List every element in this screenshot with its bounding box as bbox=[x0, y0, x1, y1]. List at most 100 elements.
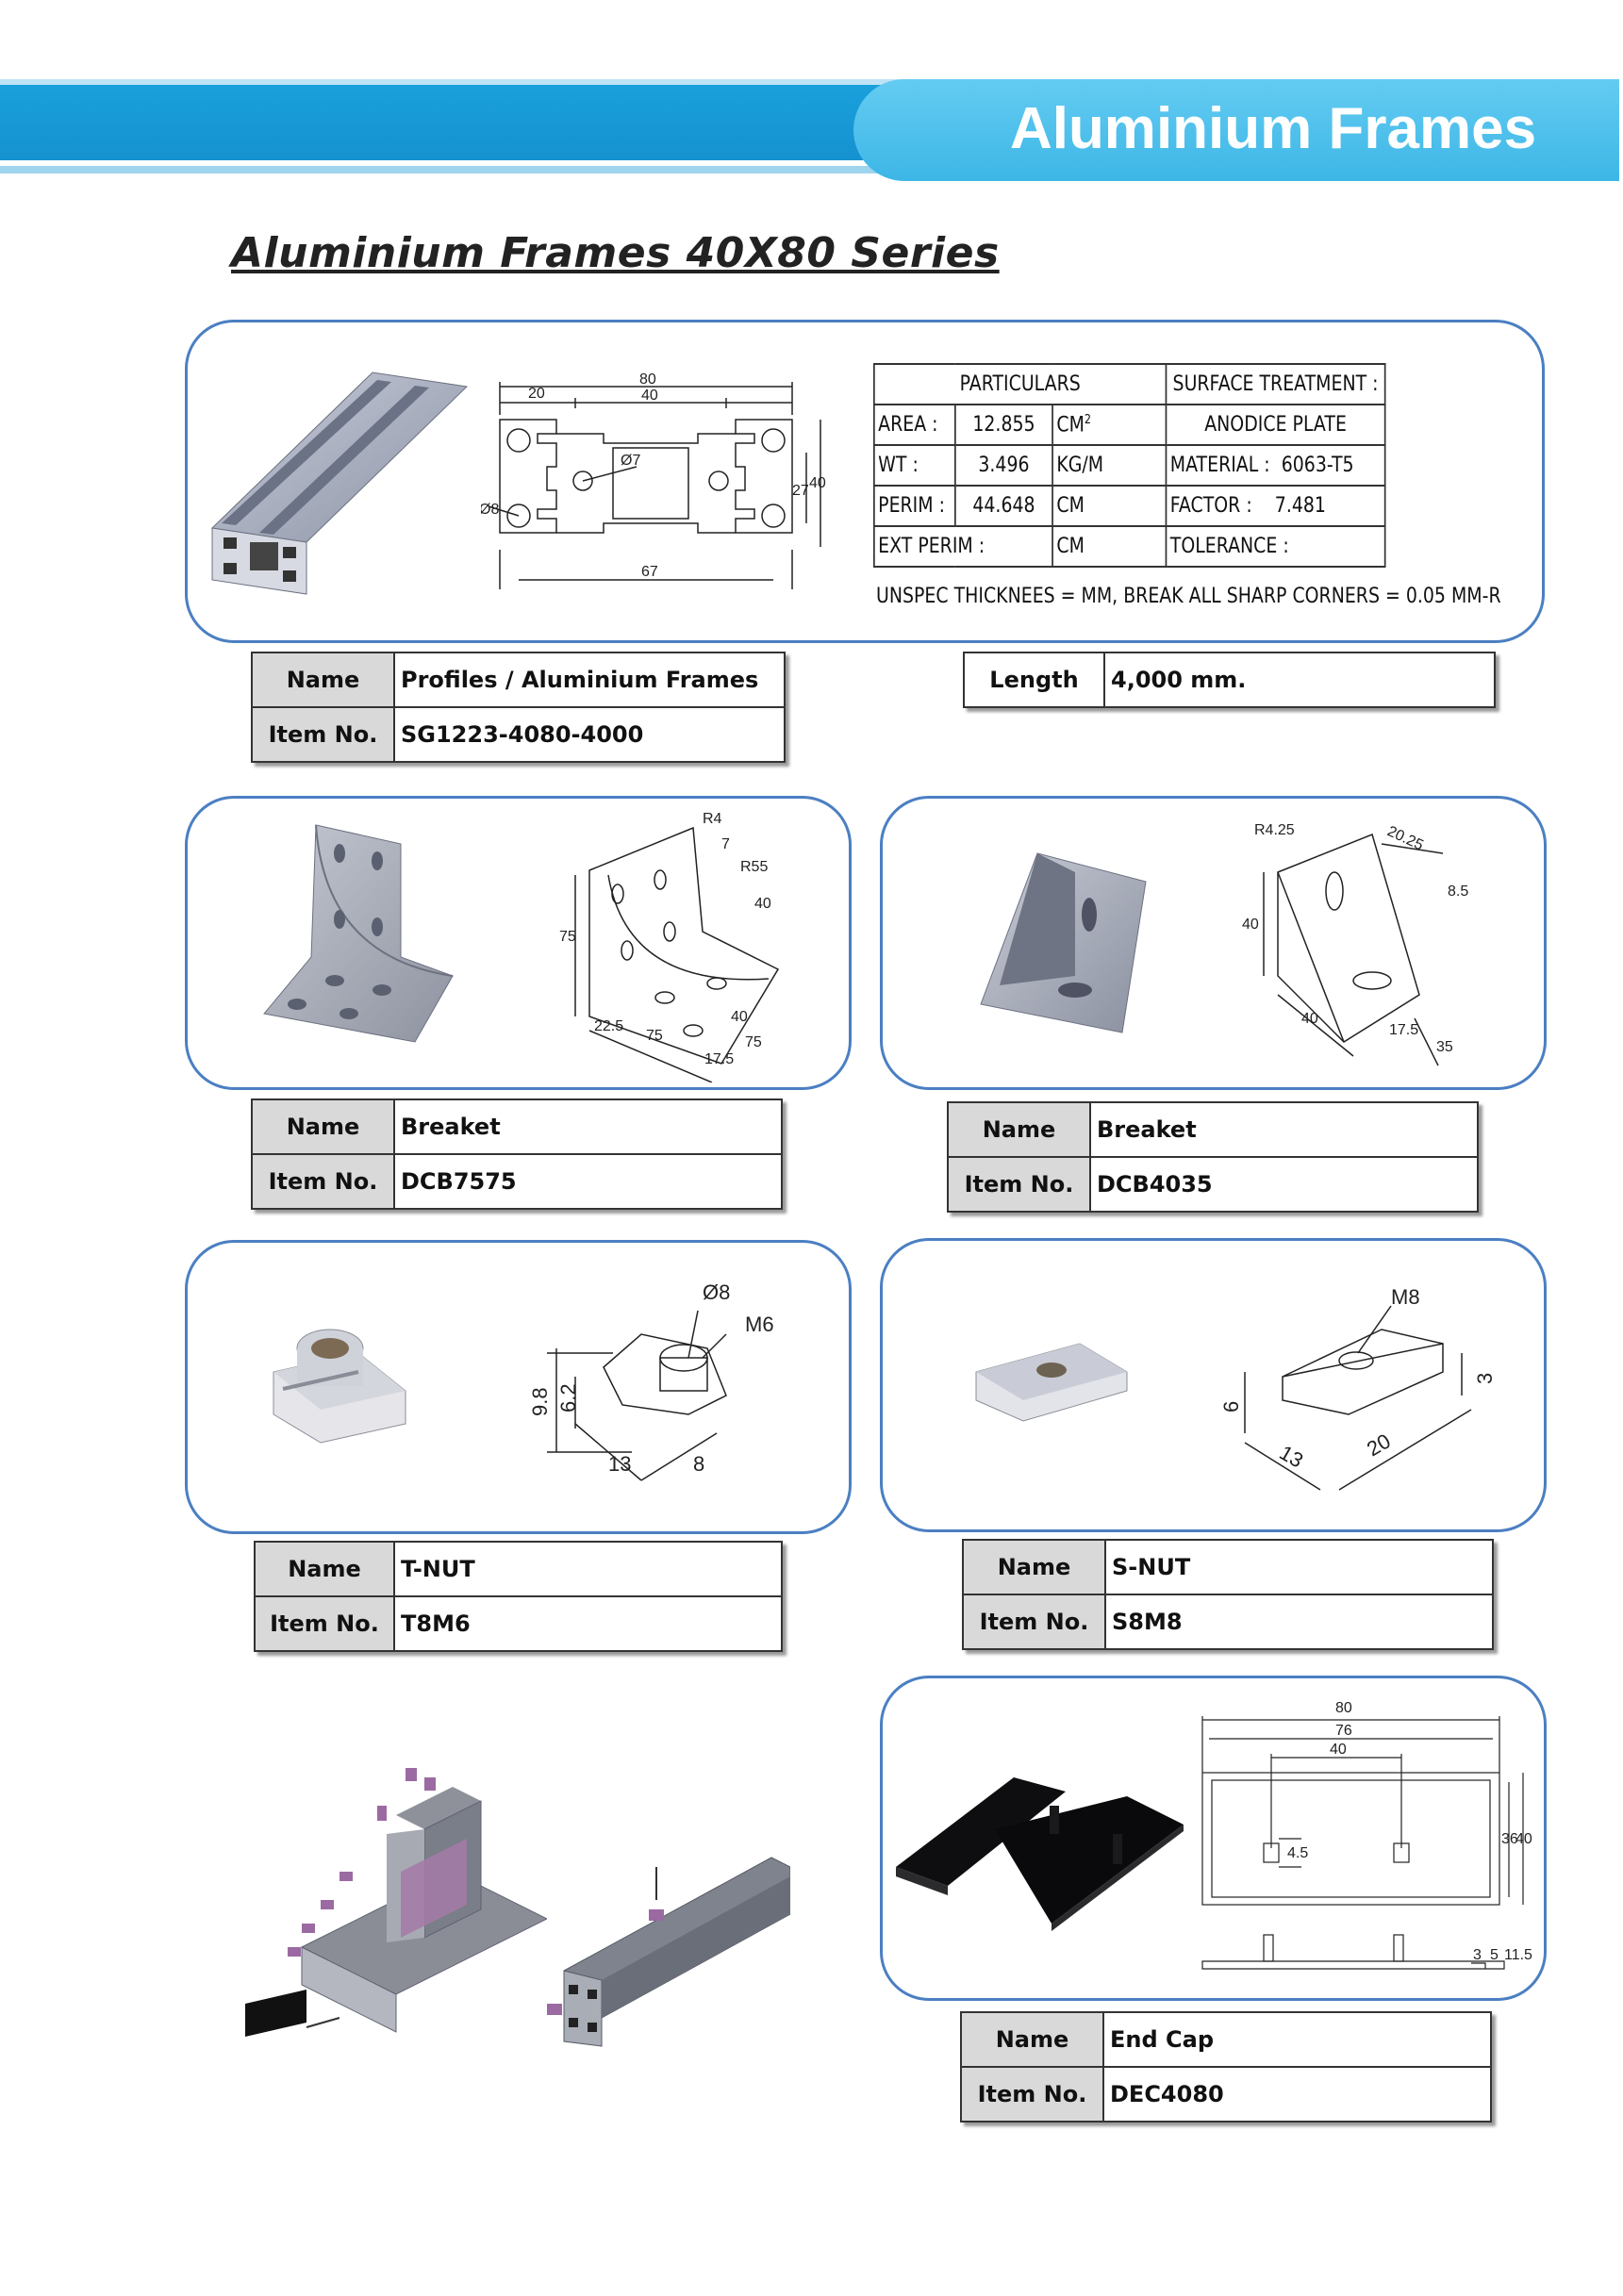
bracket-7575-drawing: R4 R55 7 40 75 22.5 75 40 75 17.5 bbox=[559, 811, 780, 1082]
dim-17-5: 17.5 bbox=[1389, 1022, 1418, 1038]
dim-6: 6 bbox=[1219, 1401, 1243, 1412]
bracket-7575-panel bbox=[185, 796, 852, 1090]
spec-note: UNSPEC THICKNEES = MM, BREAK ALL SHARP C… bbox=[876, 585, 1501, 608]
item-label: Item No. bbox=[947, 1156, 1091, 1213]
dim-m6: M6 bbox=[745, 1313, 774, 1336]
product-name: S-NUT bbox=[1104, 1539, 1494, 1595]
page-title: Aluminium Frames bbox=[1009, 96, 1537, 161]
dim-5: 5 bbox=[1490, 1947, 1499, 1963]
spec-area-label: AREA : bbox=[872, 404, 956, 446]
bracket-4035-panel bbox=[880, 796, 1547, 1090]
product-name: Breaket bbox=[393, 1098, 783, 1155]
end-cap-render-image bbox=[896, 1777, 1184, 1931]
spec-ext-perim-unit: CM bbox=[1052, 525, 1168, 568]
item-number: S8M8 bbox=[1104, 1594, 1494, 1650]
s-nut-render-image bbox=[975, 1343, 1128, 1422]
end-cap-drawing: 80 76 40 4.5 36 40 3 5 11.5 bbox=[1201, 1700, 1532, 1970]
dim-80: 80 bbox=[639, 372, 656, 388]
spec-perim-label: PERIM : bbox=[872, 485, 956, 527]
dim-r55: R55 bbox=[740, 859, 768, 875]
item-number: SG1223-4080-4000 bbox=[393, 706, 786, 763]
dim-13: 13 bbox=[608, 1452, 631, 1476]
dim-40-vertical: 40 bbox=[809, 475, 826, 491]
spec-tolerance-label: TOLERANCE : bbox=[1165, 525, 1386, 568]
dim-75-right: 75 bbox=[745, 1034, 762, 1050]
product-name: T-NUT bbox=[393, 1541, 783, 1597]
bracket-4035-render-image bbox=[980, 852, 1147, 1033]
spec-wt-label: WT : bbox=[872, 444, 956, 487]
dim-75-bottom: 75 bbox=[646, 1028, 663, 1044]
dim-67: 67 bbox=[641, 564, 658, 580]
name-label: Name bbox=[251, 652, 395, 708]
spec-wt-value: 3.496 bbox=[953, 444, 1053, 487]
spec-area-value: 12.855 bbox=[953, 404, 1053, 446]
dim-dia7: Ø7 bbox=[621, 453, 640, 469]
t-nut-render-image bbox=[273, 1329, 406, 1444]
dim-8: 8 bbox=[693, 1452, 704, 1476]
bracket-7575-render-image bbox=[263, 824, 454, 1043]
dim-40: 40 bbox=[641, 388, 658, 404]
spec-wt-unit: KG/M bbox=[1052, 444, 1168, 487]
assembly-exploded-image bbox=[245, 1768, 547, 2037]
spec-perim-value: 44.648 bbox=[953, 485, 1053, 527]
bracket-4035-drawing: R4.25 20.25 8.5 40 40 17.5 35 bbox=[1242, 822, 1468, 1066]
dim-17-5: 17.5 bbox=[704, 1051, 734, 1067]
product-name: End Cap bbox=[1102, 2011, 1492, 2068]
dim-4-5: 4.5 bbox=[1287, 1845, 1308, 1861]
spec-factor-label: FACTOR : bbox=[1169, 494, 1252, 518]
product-name: Breaket bbox=[1089, 1101, 1479, 1158]
dim-35: 35 bbox=[1436, 1039, 1453, 1055]
dim-3: 3 bbox=[1473, 1373, 1497, 1384]
dim-dia8: Ø8 bbox=[703, 1280, 730, 1304]
item-number: DEC4080 bbox=[1102, 2066, 1492, 2123]
profile-render-image bbox=[210, 372, 469, 595]
dim-m8: M8 bbox=[1391, 1285, 1420, 1309]
dim-36: 36 bbox=[1501, 1831, 1518, 1847]
name-label: Name bbox=[960, 2011, 1104, 2068]
dim-8-5: 8.5 bbox=[1448, 884, 1468, 900]
spec-material-label: MATERIAL : bbox=[1169, 454, 1270, 477]
profile-spec-table: PARTICULARS SURFACE TREATMENT : AREA : 1… bbox=[872, 363, 1386, 568]
item-label: Item No. bbox=[960, 2066, 1104, 2123]
spec-anodice-plate: ANODICE PLATE bbox=[1165, 404, 1386, 446]
dim-27: 27 bbox=[792, 483, 809, 499]
item-label: Item No. bbox=[254, 1595, 395, 1652]
s-nut-drawing: M8 6 3 13 20 bbox=[1219, 1285, 1497, 1491]
header-band-bottom bbox=[0, 166, 1623, 173]
item-label: Item No. bbox=[251, 1153, 395, 1210]
dim-20: 20 bbox=[528, 386, 545, 402]
spec-perim-unit: CM bbox=[1052, 485, 1168, 527]
spec-particulars: PARTICULARS bbox=[872, 363, 1168, 405]
assembly-tnut-insert-image bbox=[547, 1857, 790, 2047]
dim-76: 76 bbox=[1335, 1723, 1352, 1739]
dim-20: 20 bbox=[1363, 1429, 1395, 1461]
spec-ext-perim-label: EXT PERIM : bbox=[872, 525, 1053, 568]
dim-40-top: 40 bbox=[1330, 1742, 1347, 1758]
dim-7: 7 bbox=[721, 836, 730, 852]
t-nut-drawing: Ø8 M6 9.8 6.2 13 8 bbox=[528, 1280, 774, 1481]
header-title-tab bbox=[853, 79, 1623, 181]
dim-80: 80 bbox=[1335, 1700, 1352, 1716]
name-label: Name bbox=[254, 1541, 395, 1597]
item-number: T8M6 bbox=[393, 1595, 783, 1652]
profile-cross-section-drawing: 80 20 40 67 27 40 Ø7 Ø8 bbox=[481, 372, 826, 589]
spec-factor-value: 7.481 bbox=[1274, 494, 1326, 518]
item-number: DCB7575 bbox=[393, 1153, 783, 1210]
dim-6-2: 6.2 bbox=[556, 1383, 580, 1412]
dim-75-left: 75 bbox=[559, 929, 576, 945]
dim-r4-25: R4.25 bbox=[1254, 822, 1295, 838]
item-number: DCB4035 bbox=[1089, 1156, 1479, 1213]
dim-40-bottom: 40 bbox=[1301, 1011, 1318, 1027]
header-band-top bbox=[0, 79, 1623, 85]
series-title: Aluminium Frames 40X80 Series bbox=[231, 229, 1000, 277]
name-label: Name bbox=[251, 1098, 395, 1155]
length-label: Length bbox=[963, 652, 1105, 708]
spec-surface-treatment: SURFACE TREATMENT : bbox=[1165, 363, 1386, 405]
